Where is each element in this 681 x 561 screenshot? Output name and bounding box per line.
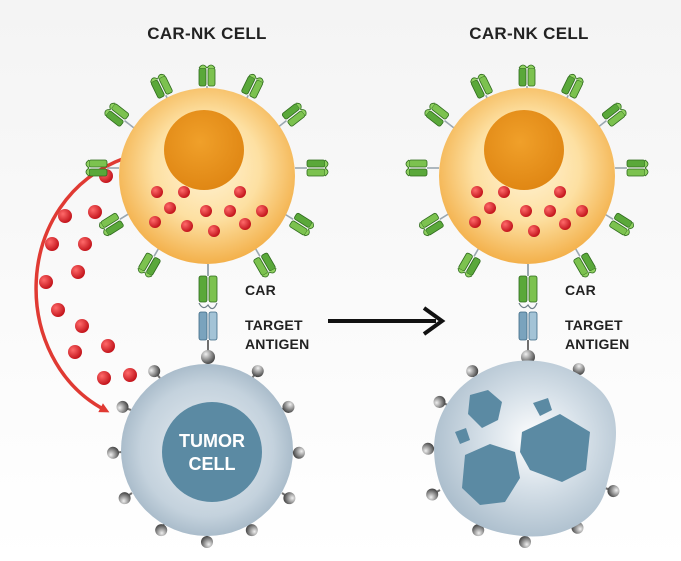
released-granules <box>39 169 137 385</box>
left-panel-title: CAR-NK CELL <box>147 24 266 43</box>
left-antigen-label-line2: ANTIGEN <box>245 336 309 352</box>
release-arc-arrow-icon <box>34 156 126 413</box>
nuclear-fragment <box>462 444 520 505</box>
right-nk-cell <box>405 64 649 280</box>
granule-icon <box>200 205 212 217</box>
car-receptor-icon <box>405 159 440 177</box>
granule-icon <box>181 220 193 232</box>
granule-icon <box>544 205 556 217</box>
granule-icon <box>554 186 566 198</box>
right-antigen-label-line2: ANTIGEN <box>565 336 629 352</box>
granule-icon <box>528 225 540 237</box>
granule-icon <box>239 218 251 230</box>
granule-icon <box>520 205 532 217</box>
target-antigen-icon <box>198 311 218 341</box>
nk-nucleus <box>164 110 244 190</box>
granule-icon <box>88 205 102 219</box>
granule-icon <box>97 371 111 385</box>
granule-icon <box>101 339 115 353</box>
nuclear-fragments <box>455 390 590 505</box>
target-antigen-icon <box>518 311 538 341</box>
left-antigen-label-line1: TARGET <box>245 317 303 333</box>
granule-icon <box>75 319 89 333</box>
granule-icon <box>178 186 190 198</box>
granule-icon <box>68 345 82 359</box>
granule-icon <box>498 186 510 198</box>
tumor-label-line2: CELL <box>189 454 236 474</box>
granule-icon <box>501 220 513 232</box>
granule-icon <box>469 216 481 228</box>
granule-icon <box>78 237 92 251</box>
nuclear-fragment <box>468 390 502 428</box>
granule-icon <box>151 186 163 198</box>
internal-granules <box>469 186 588 237</box>
nuclear-fragment <box>455 428 470 444</box>
nk-nucleus <box>484 110 564 190</box>
granule-icon <box>559 218 571 230</box>
granule-icon <box>256 205 268 217</box>
granule-icon <box>51 303 65 317</box>
granule-icon <box>224 205 236 217</box>
tumor-label-line1: TUMOR <box>179 431 245 451</box>
car-receptor-icon <box>198 275 218 303</box>
granule-icon <box>149 216 161 228</box>
internal-granules <box>149 186 268 237</box>
granule-icon <box>471 186 483 198</box>
left-synapse <box>198 264 218 364</box>
left-nk-cell <box>85 64 329 280</box>
granule-icon <box>234 186 246 198</box>
granule-icon <box>123 368 137 382</box>
car-receptor-icon <box>614 159 649 177</box>
transition-arrow-icon <box>328 306 446 336</box>
nuclear-fragment <box>520 414 590 482</box>
car-receptor-icon <box>518 275 538 303</box>
car-receptor-icon <box>294 159 329 177</box>
granule-icon <box>45 237 59 251</box>
tumor-nucleus <box>162 402 262 502</box>
tumor-cell: TUMOR CELL <box>105 361 307 549</box>
granule-icon <box>576 205 588 217</box>
nuclear-fragment <box>533 398 552 416</box>
right-car-label: CAR <box>565 282 596 298</box>
right-synapse <box>518 264 538 364</box>
granule-icon <box>71 265 85 279</box>
granule-icon <box>484 202 496 214</box>
granule-icon <box>208 225 220 237</box>
dying-tumor-cell <box>420 359 623 549</box>
granule-icon <box>164 202 176 214</box>
right-antigen-label-line1: TARGET <box>565 317 623 333</box>
granule-icon <box>58 209 72 223</box>
right-panel-title: CAR-NK CELL <box>469 24 588 43</box>
left-car-label: CAR <box>245 282 276 298</box>
granule-icon <box>39 275 53 289</box>
